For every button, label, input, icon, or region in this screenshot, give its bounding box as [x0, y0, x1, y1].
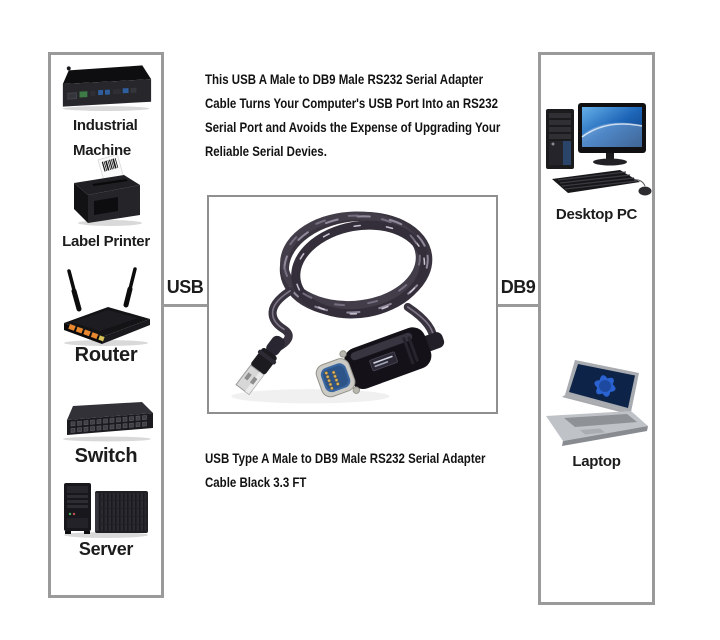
router-label: Router	[74, 344, 138, 366]
desktop-pc-label: Desktop PC	[555, 206, 638, 223]
laptop-label: Laptop	[572, 453, 621, 470]
description-line: Reliable Serial Devies.	[205, 143, 327, 159]
server-icon	[64, 483, 148, 538]
switch-icon	[63, 402, 153, 442]
switch-label: Switch	[74, 445, 138, 467]
db9-side-label: DB9	[500, 277, 536, 297]
usb-connector-line	[164, 304, 207, 307]
product-description: This USB A Male to DB9 Male RS232 Serial…	[205, 67, 500, 163]
caption-line: USB Type A Male to DB9 Male RS232 Serial…	[205, 450, 486, 466]
label-printer-label: Label Printer	[62, 233, 150, 250]
computers-panel: Desktop PC Laptop	[538, 52, 655, 605]
industrial-machine-label-line1: Industrial	[73, 117, 138, 134]
product-caption: USB Type A Male to DB9 Male RS232 Serial…	[205, 446, 486, 494]
caption-line: Cable Black 3.3 FT	[205, 474, 307, 490]
product-image-box	[207, 195, 498, 414]
db9-connector-line	[498, 304, 538, 307]
description-line: Serial Port and Avoids the Expense of Up…	[205, 119, 501, 135]
label-printer-icon	[74, 155, 142, 226]
usb-a-connector	[235, 335, 285, 396]
db9-connector	[315, 327, 445, 398]
usb-side-label: USB	[166, 277, 204, 297]
description-line: Cable Turns Your Computer's USB Port Int…	[205, 95, 498, 111]
serial-devices-panel: Industrial Machine Label Printer	[48, 52, 164, 598]
industrial-machine-icon	[62, 65, 152, 112]
desktop-pc-icon	[546, 103, 652, 196]
description-line: This USB A Male to DB9 Male RS232 Serial…	[205, 71, 484, 87]
laptop-icon	[546, 360, 648, 446]
router-icon	[64, 267, 150, 346]
usb-to-db9-cable-photo	[231, 211, 445, 404]
server-label: Server	[78, 539, 134, 559]
